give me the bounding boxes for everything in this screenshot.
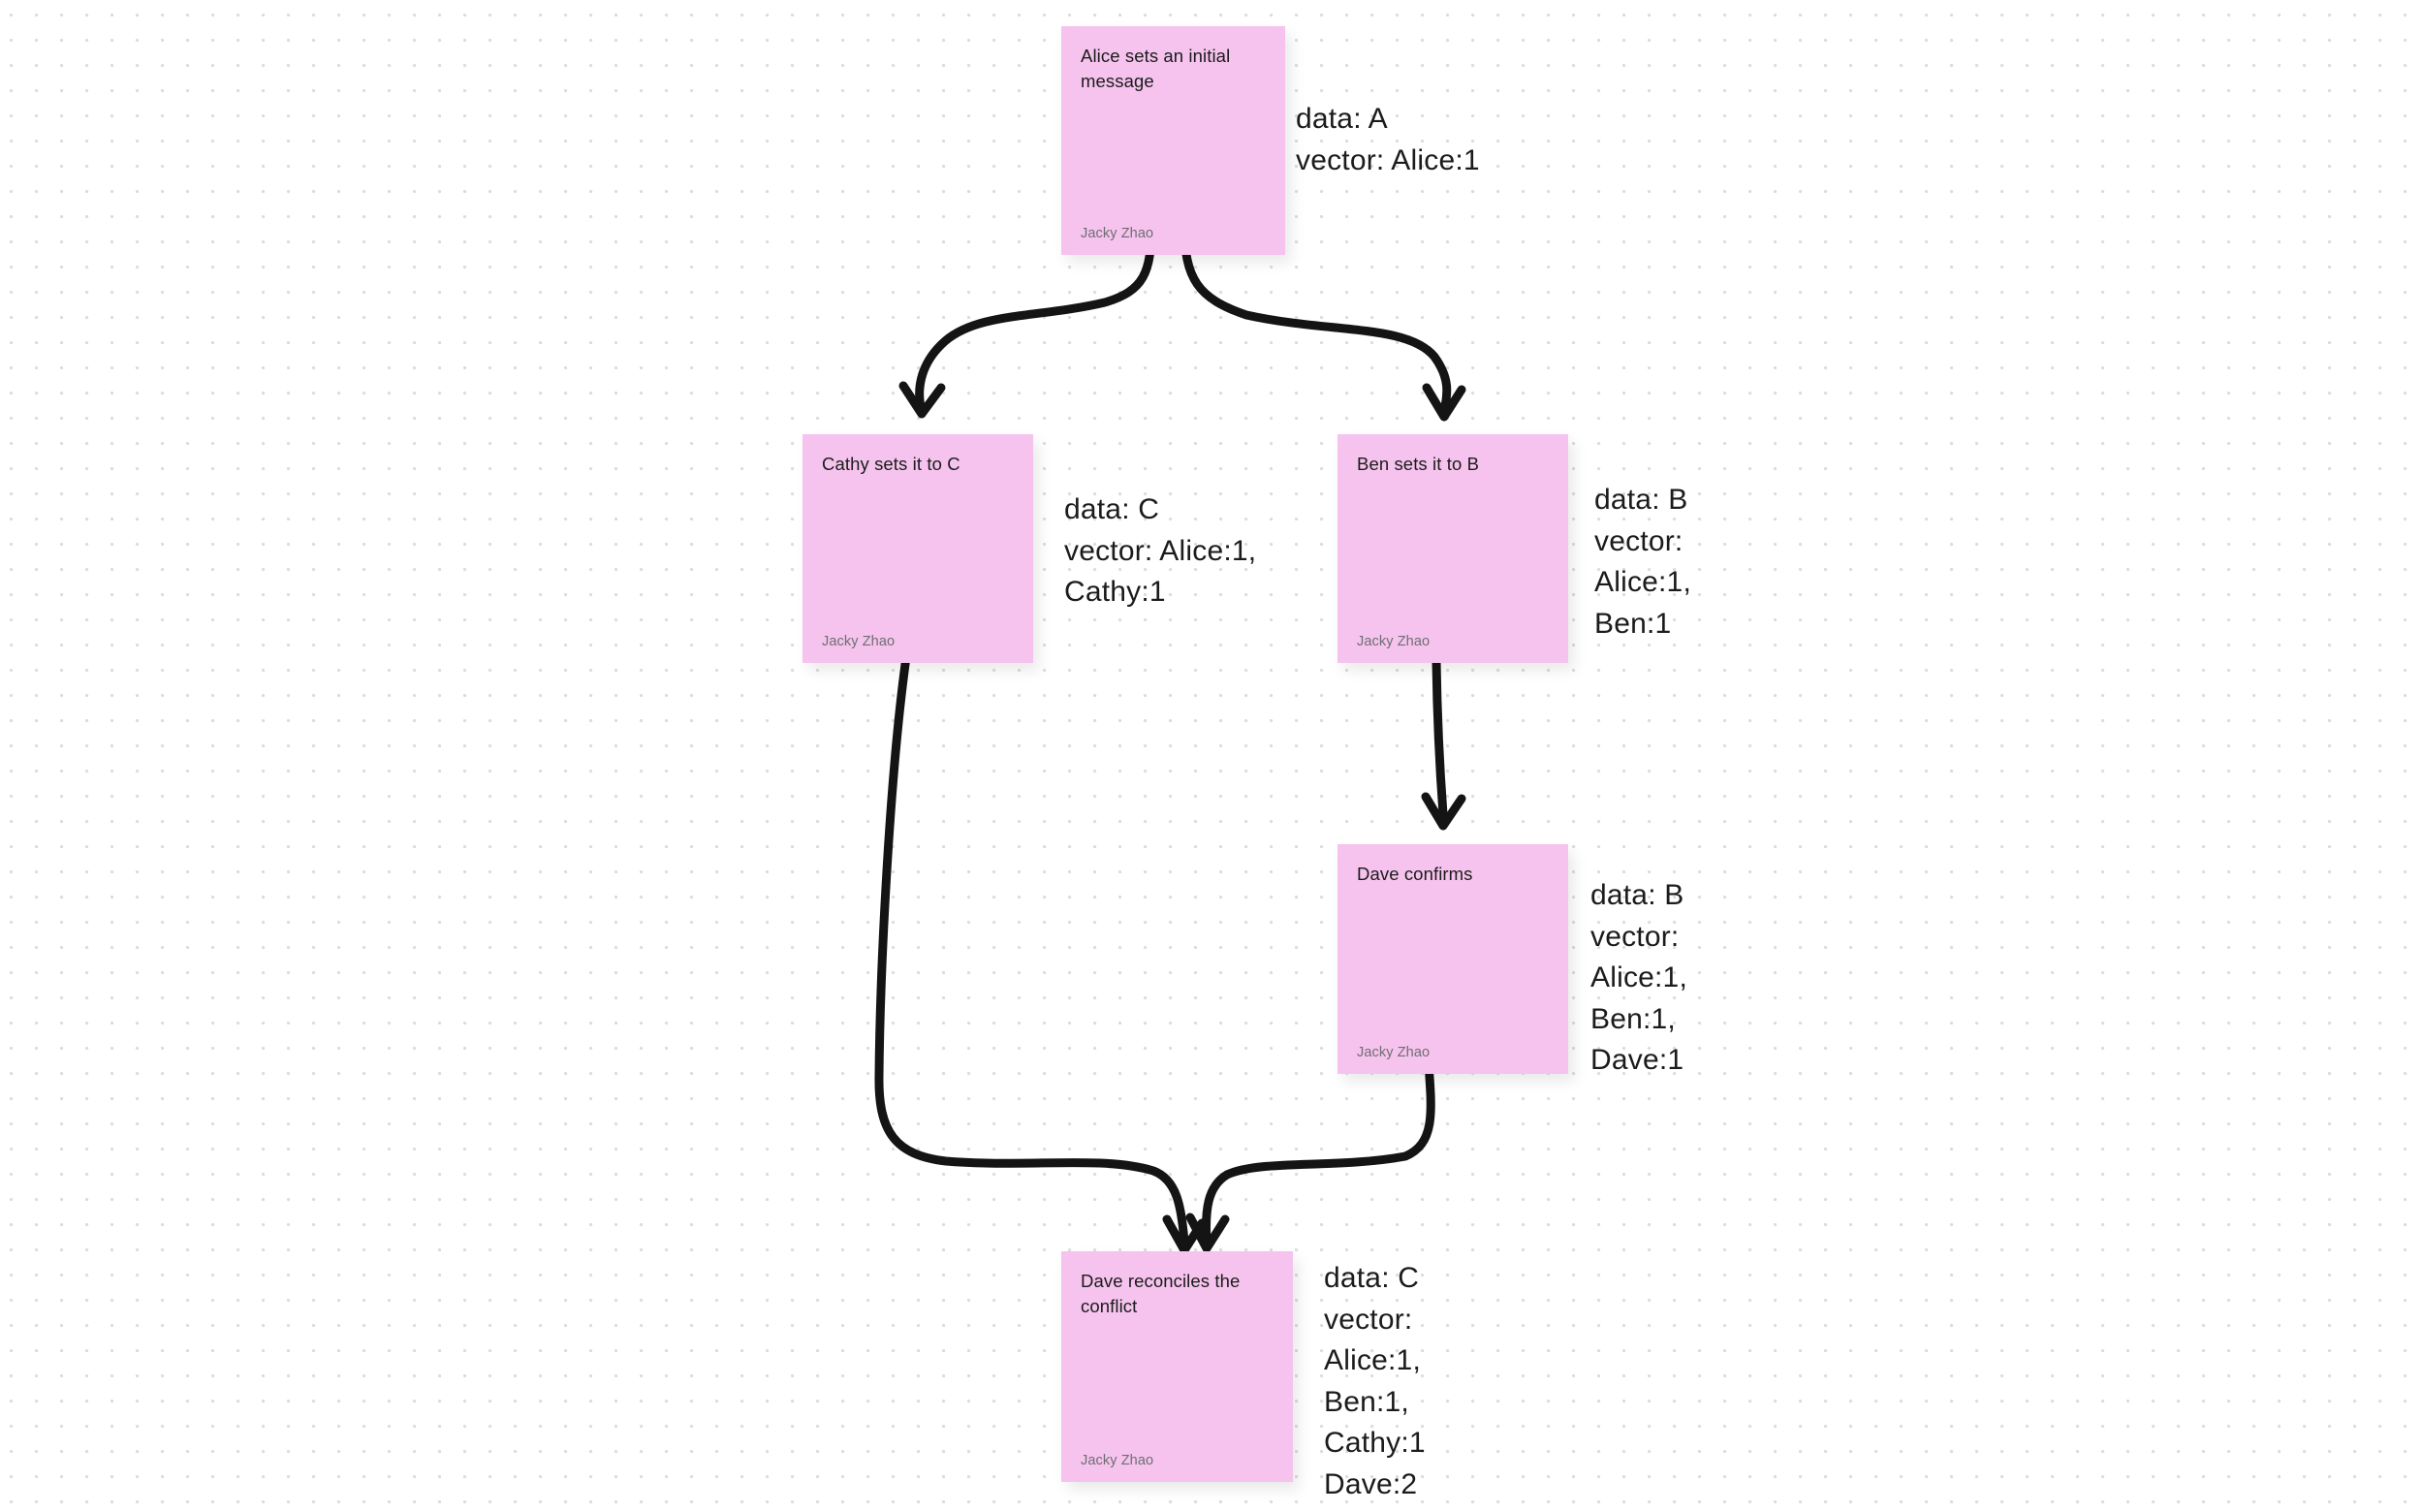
connector-ben-to-dave-confirms <box>1432 657 1448 819</box>
sticky-note-text: Dave confirms <box>1357 864 1473 884</box>
sticky-note-author: Jacky Zhao <box>1081 226 1154 241</box>
sticky-note-alice[interactable]: Alice sets an initial message Jacky Zhao <box>1061 26 1285 255</box>
connector-dave-confirms-to-dave-reconciles <box>1201 1059 1435 1247</box>
sticky-note-text: Ben sets it to B <box>1357 454 1480 474</box>
connector-cathy-to-dave-reconciles <box>874 652 1189 1247</box>
annotation-alice: data: A vector: Alice:1 <box>1296 103 1480 176</box>
sticky-note-author: Jacky Zhao <box>822 634 896 649</box>
sticky-note-text: Cathy sets it to C <box>822 454 960 474</box>
sticky-note-text: Alice sets an initial message <box>1081 46 1231 91</box>
sticky-note-dave-reconciles[interactable]: Dave reconciles the conflict Jacky Zhao <box>1061 1251 1293 1482</box>
annotation-ben: data: B vector: Alice:1, Ben:1 <box>1594 484 1691 640</box>
annotation-dave-reconciles: data: C vector: Alice:1, Ben:1, Cathy:1 … <box>1324 1262 1426 1500</box>
connector-dave-confirms-to-dave-reconciles-arrowhead <box>1185 1213 1230 1253</box>
connector-alice-to-ben-arrowhead <box>1422 383 1466 422</box>
sticky-note-author: Jacky Zhao <box>1081 1453 1154 1468</box>
connector-cathy-to-dave-reconciles-arrowhead <box>1162 1214 1207 1255</box>
sticky-note-author: Jacky Zhao <box>1357 1045 1431 1060</box>
connector-alice-to-cathy-arrowhead <box>898 381 946 419</box>
sticky-note-cathy[interactable]: Cathy sets it to C Jacky Zhao <box>802 434 1033 663</box>
sticky-note-author: Jacky Zhao <box>1357 634 1431 649</box>
annotation-cathy: data: C vector: Alice:1, Cathy:1 <box>1064 493 1257 609</box>
sticky-note-dave-confirms[interactable]: Dave confirms Jacky Zhao <box>1337 844 1568 1074</box>
annotation-dave-confirms: data: B vector: Alice:1, Ben:1, Dave:1 <box>1590 879 1687 1077</box>
sticky-note-ben[interactable]: Ben sets it to B Jacky Zhao <box>1337 434 1568 663</box>
connector-ben-to-dave-confirms-arrowhead <box>1421 792 1466 831</box>
sticky-note-text: Dave reconciles the conflict <box>1081 1271 1241 1316</box>
